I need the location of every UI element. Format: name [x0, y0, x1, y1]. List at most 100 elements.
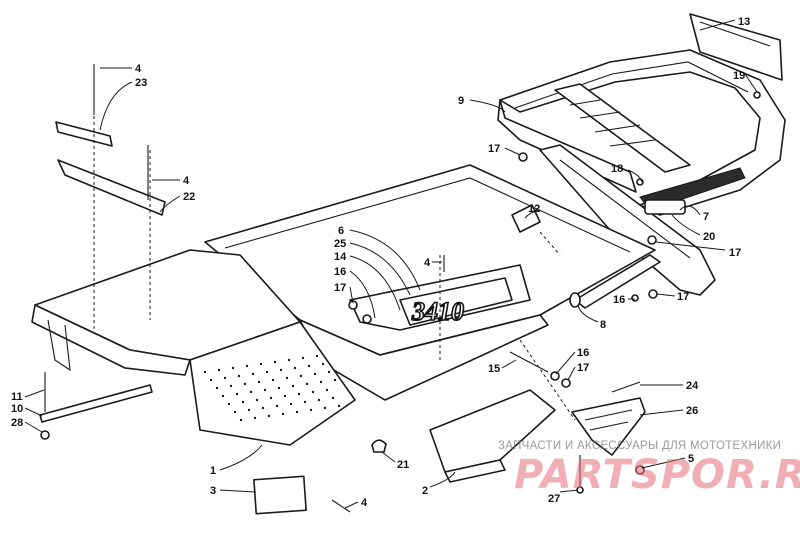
perforation-hole: [325, 388, 329, 392]
callout-12: 12: [528, 203, 540, 215]
perforation-hole: [291, 384, 295, 388]
perforation-hole: [257, 380, 261, 384]
leader-lines: [24, 19, 758, 509]
perforation-hole: [303, 400, 307, 404]
perforation-hole: [317, 398, 321, 402]
perforation-hole: [261, 406, 265, 410]
callout-27: 27: [548, 493, 560, 505]
perforation-hole: [221, 394, 225, 398]
callout-3: 3: [210, 485, 216, 497]
grommet-21: [371, 439, 387, 453]
perforation-hole: [251, 372, 255, 376]
washer-28: [40, 430, 50, 440]
perforation-hole: [287, 358, 291, 362]
callout-18: 18: [611, 163, 623, 175]
callout-10: 10: [11, 403, 23, 415]
callout-17: 17: [488, 143, 500, 155]
rod-10: [39, 384, 153, 423]
model-badge: 3410: [399, 277, 513, 327]
callout-16: 16: [577, 347, 589, 359]
callout-14: 14: [334, 251, 347, 263]
perforation-hole: [209, 378, 213, 382]
callout-17: 17: [729, 247, 741, 259]
perforation-hole: [323, 406, 327, 410]
perforation-hole: [223, 376, 227, 380]
callout-19: 19: [733, 70, 745, 82]
watermark-logo: PARTSPOR.RU: [514, 452, 800, 498]
perforation-hole: [311, 390, 315, 394]
callout-5: 5: [688, 453, 694, 465]
perforation-hole: [217, 368, 221, 372]
side-bracket: [429, 389, 556, 473]
perforation-hole: [263, 388, 267, 392]
perforation-hole: [297, 392, 301, 396]
perforation-hole: [283, 394, 287, 398]
perforation-hole: [245, 364, 249, 368]
perforation-hole: [309, 408, 313, 412]
perforation-hole: [295, 410, 299, 414]
perforation-hole: [253, 416, 257, 420]
callout-16: 16: [613, 294, 625, 306]
perforation-hole: [273, 360, 277, 364]
callout-9: 9: [458, 95, 464, 107]
perforation-hole: [215, 386, 219, 390]
callout-6: 6: [338, 225, 344, 237]
callout-8: 8: [600, 319, 606, 331]
model-badge-text: 3410: [411, 297, 464, 326]
perforation-hole: [269, 396, 273, 400]
perforation-hole: [277, 386, 281, 390]
perforation-hole: [313, 372, 317, 376]
callout-2: 2: [422, 485, 428, 497]
callout-15: 15: [488, 363, 500, 375]
callout-17: 17: [577, 362, 589, 374]
callout-20: 20: [703, 231, 715, 243]
perforation-hole: [315, 354, 319, 358]
callout-11: 11: [11, 391, 23, 403]
perforation-hole: [333, 378, 337, 382]
callout-26: 26: [686, 405, 698, 417]
callout-17: 17: [334, 282, 346, 294]
perforation-hole: [203, 370, 207, 374]
perforation-hole: [319, 380, 323, 384]
perforation-hole: [331, 396, 335, 400]
perforation-hole: [307, 364, 311, 368]
perforation-hole: [255, 398, 259, 402]
perforation-hole: [289, 402, 293, 406]
perforation-hole: [239, 418, 243, 422]
perforation-hole: [237, 374, 241, 378]
perforation-hole: [305, 382, 309, 386]
alignment-lines: [93, 80, 576, 421]
perforation-hole: [259, 362, 263, 366]
callout-4: 4: [183, 175, 190, 187]
perforation-hole: [293, 366, 297, 370]
callout-13: 13: [738, 16, 750, 28]
callout-1: 1: [210, 465, 216, 477]
callout-23: 23: [135, 77, 147, 89]
callout-21: 21: [397, 459, 409, 471]
perforation-hole: [243, 382, 247, 386]
perforation-hole: [231, 366, 235, 370]
perforation-hole: [301, 356, 305, 360]
callout-7: 7: [703, 211, 709, 223]
callout-16: 16: [334, 266, 346, 278]
support-tube: [574, 254, 661, 309]
perforation-hole: [279, 368, 283, 372]
perforation-hole: [275, 404, 279, 408]
perforation-hole: [233, 410, 237, 414]
rear-bumper-assembly: [497, 49, 786, 296]
callout-24: 24: [686, 380, 699, 392]
callout-labels: 4 23 4 22 13 19 9 17 18 7 20 17 12 6 25 …: [11, 16, 750, 509]
callout-28: 28: [11, 417, 23, 429]
rear-flap: [689, 13, 783, 81]
perforation-hole: [327, 370, 331, 374]
perforation-hole: [249, 390, 253, 394]
perforation-hole: [267, 414, 271, 418]
perforation-pattern: [203, 354, 341, 422]
left-running-board: [31, 249, 356, 446]
perforation-hole: [321, 362, 325, 366]
callout-25: 25: [334, 238, 346, 250]
perforation-hole: [271, 378, 275, 382]
perforation-hole: [241, 400, 245, 404]
perforation-hole: [229, 384, 233, 388]
